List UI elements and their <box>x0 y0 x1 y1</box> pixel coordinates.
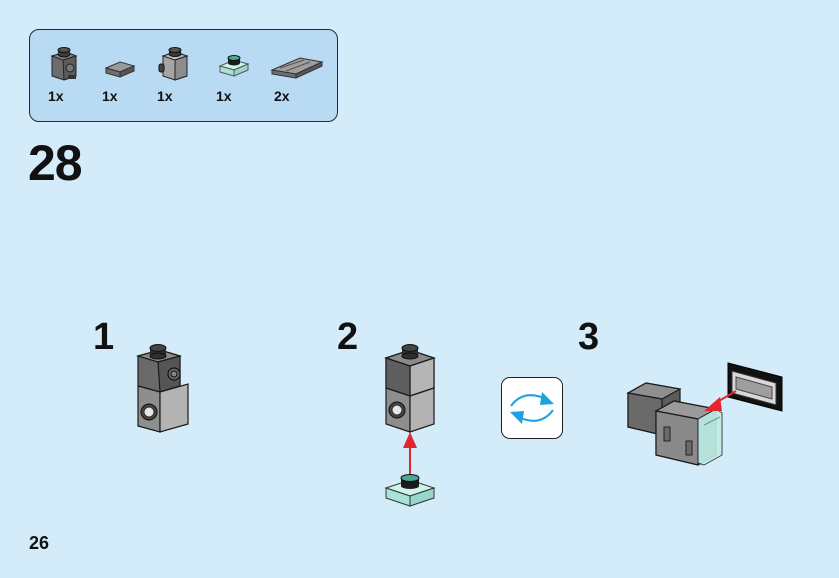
part-item: 1x <box>100 44 150 108</box>
brick-1x1-headlight-dark-gray-icon <box>50 47 78 81</box>
part-item: 2x <box>270 44 324 108</box>
rotate-arrows-icon <box>510 392 554 424</box>
page-number: 26 <box>29 533 50 553</box>
part-item: 1x <box>214 44 264 108</box>
tile-1x1-dark-gray-icon <box>104 61 136 78</box>
step-number: 28 <box>28 135 83 191</box>
part-quantity: 1x <box>216 88 232 104</box>
substep-number: 3 <box>578 316 600 358</box>
brick-1x1-stud-side-gray-icon <box>158 47 189 81</box>
part-quantity: 2x <box>274 88 290 104</box>
substep-1-assembly-figure <box>135 344 189 433</box>
part-quantity: 1x <box>102 88 118 104</box>
part-item: 1x <box>155 44 205 108</box>
substep-number: 2 <box>337 316 359 358</box>
substep-number: 1 <box>93 316 115 358</box>
part-quantity: 1x <box>48 88 64 104</box>
part-quantity: 1x <box>157 88 173 104</box>
substep-3-assembly-figure <box>626 362 783 466</box>
plate-1x2-grille-gray-icon <box>270 57 324 79</box>
plate-1x1-trans-clear-icon <box>218 55 250 77</box>
substep-2-assembly-figure <box>384 344 436 507</box>
rotate-model-icon <box>501 377 563 439</box>
part-item: 1x <box>46 44 96 108</box>
parts-list-callout: 1x 1x 1x 1x <box>29 29 338 122</box>
